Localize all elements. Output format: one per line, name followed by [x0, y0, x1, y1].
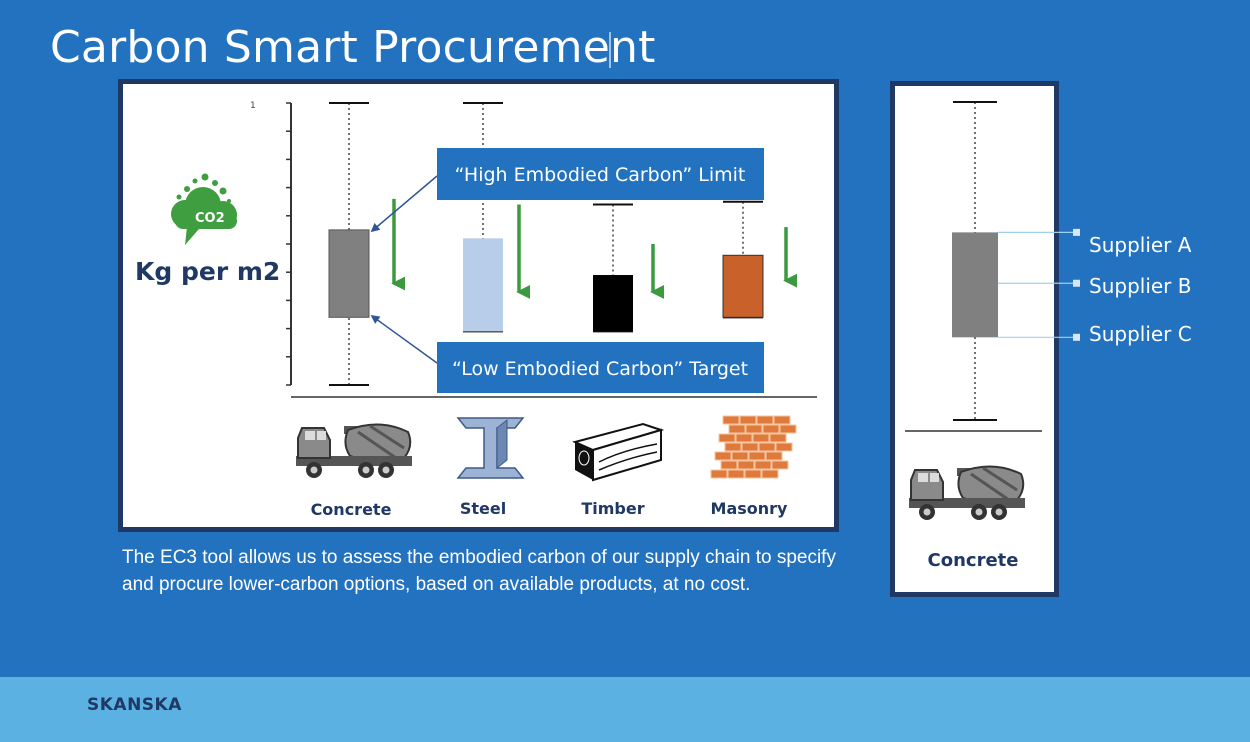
x-tick-label: Steel: [460, 499, 506, 518]
high-limit-pointer: [370, 175, 438, 233]
box-concrete: [952, 232, 998, 338]
brick: [710, 469, 728, 479]
x-tick-label: Timber: [581, 499, 644, 518]
footer-bar: SKANSKA: [0, 677, 1250, 742]
brick: [769, 433, 787, 443]
brick: [728, 424, 746, 434]
supplier-b-label: Supplier B: [1089, 274, 1192, 298]
brick: [773, 415, 791, 425]
steel-beam-icon: [456, 417, 525, 479]
brick: [735, 433, 753, 443]
concrete-box-plot: Concrete: [905, 101, 1042, 571]
brick: [754, 460, 772, 470]
high-limit-label: “High Embodied Carbon” Limit: [455, 164, 746, 186]
box-timber: [593, 275, 633, 332]
top-tick-label: 1: [250, 101, 256, 111]
low-target-callout: [437, 342, 764, 393]
brick: [758, 442, 776, 452]
box-group: [952, 101, 998, 421]
low-target-label: “Low Embodied Carbon” Target: [452, 358, 748, 380]
brick: [731, 451, 749, 461]
co2-cloud-icon: CO2: [171, 173, 237, 245]
brick: [739, 415, 757, 425]
low-target-pointer: [370, 314, 438, 364]
brick: [745, 424, 763, 434]
brick-wall-icon: [710, 415, 797, 479]
timber-plank-icon: [571, 422, 665, 482]
supplier-marker: [1073, 279, 1080, 287]
box-concrete: [328, 229, 370, 318]
concrete-mixer-truck-icon: [907, 464, 1027, 522]
brick: [779, 424, 797, 434]
brick: [762, 424, 780, 434]
supplier-marker: [1073, 228, 1080, 236]
brick: [752, 433, 770, 443]
brick: [765, 451, 783, 461]
supplier-marker: [1073, 333, 1080, 341]
brick: [756, 415, 774, 425]
brick: [722, 415, 740, 425]
x-tick-label: Concrete: [928, 550, 1019, 571]
brick: [724, 442, 742, 452]
brick: [737, 460, 755, 470]
supplier-c-label: Supplier C: [1089, 322, 1192, 346]
skanska-logo: SKANSKA: [87, 695, 182, 715]
page-title: Carbon Smart Procurement: [50, 22, 656, 73]
supplier-a-label: Supplier A: [1089, 233, 1192, 257]
x-tick-label: Concrete: [311, 500, 392, 519]
brick: [775, 442, 793, 452]
main-chart-panel: 1 CO2 Kg per m2 “High Embodied Carbon” L…: [118, 79, 839, 532]
brick: [744, 469, 762, 479]
brick: [714, 451, 732, 461]
concrete-detail-panel: Concrete: [890, 81, 1059, 597]
description-text: The EC3 tool allows us to assess the emb…: [122, 547, 836, 595]
brick: [727, 469, 745, 479]
y-axis-ticks: [286, 102, 291, 386]
brick: [761, 469, 779, 479]
title-divider: [609, 32, 611, 68]
brick: [741, 442, 759, 452]
co2-label: CO2: [195, 211, 225, 226]
box-masonry: [722, 254, 764, 318]
brick: [718, 433, 736, 443]
y-axis-label: Kg per m2: [135, 257, 280, 286]
box-plot-chart: 1 CO2 Kg per m2 “High Embodied Carbon” L…: [135, 101, 817, 519]
brick: [771, 460, 789, 470]
brick: [748, 451, 766, 461]
box-group: [328, 102, 764, 386]
box-steel: [463, 238, 503, 332]
x-tick-label: Masonry: [711, 499, 789, 518]
concrete-mixer-truck-icon: [294, 422, 414, 480]
high-limit-callout: [437, 148, 764, 200]
brick: [720, 460, 738, 470]
